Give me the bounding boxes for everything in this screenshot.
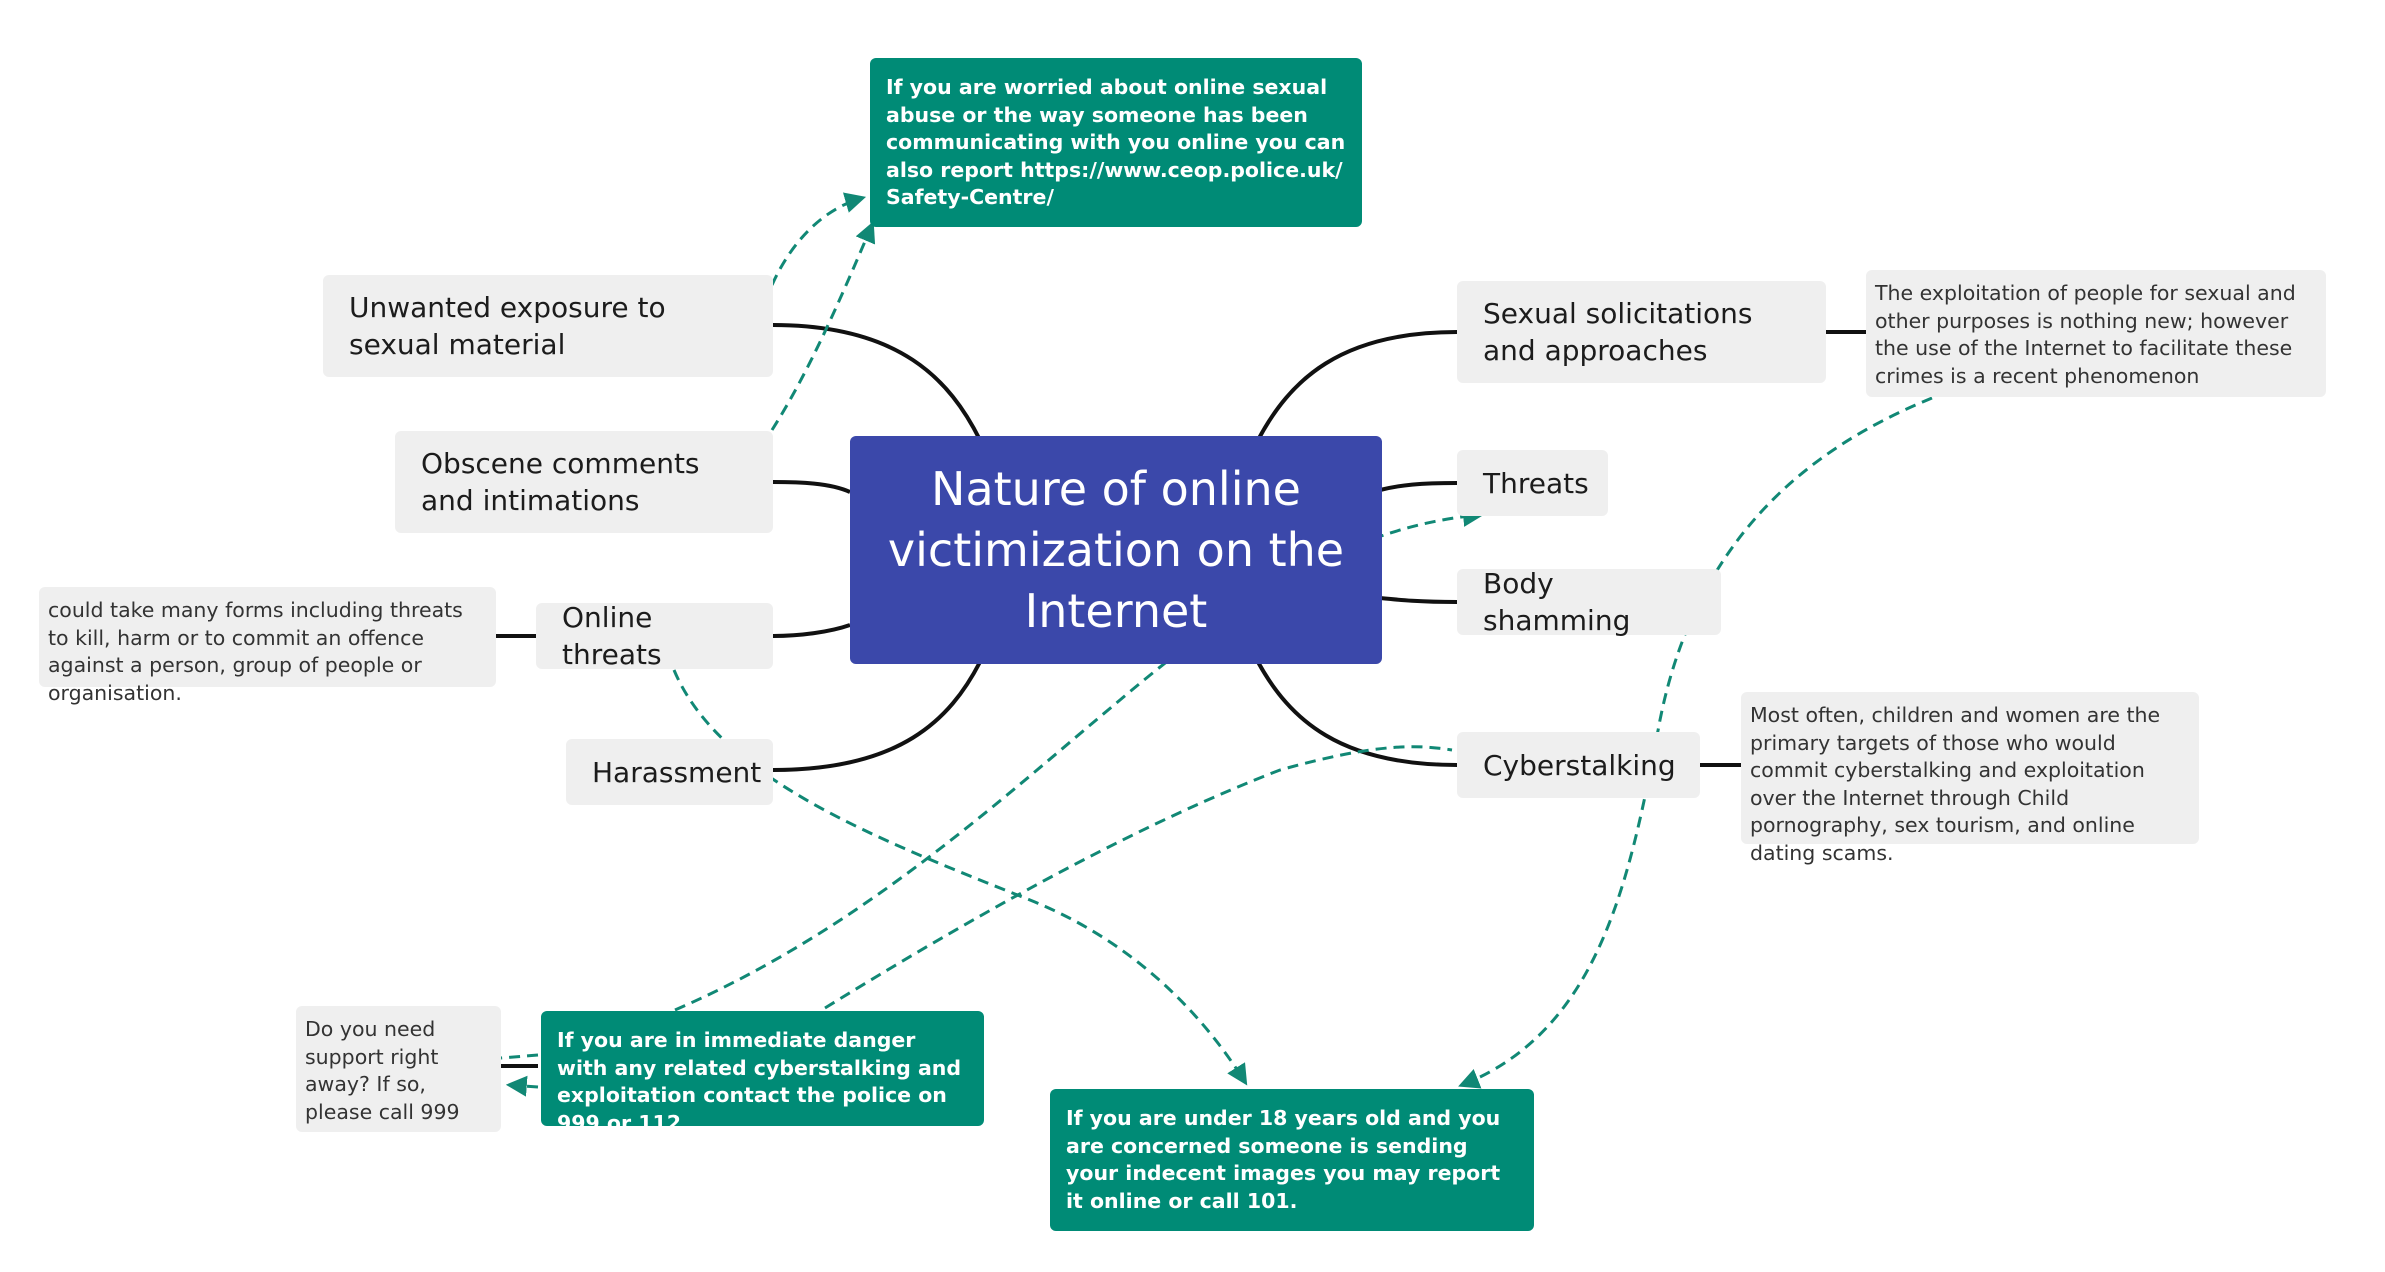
note-online-threats[interactable]: could take many forms including threats … [39, 587, 496, 705]
note-text: Most often, children and women are the p… [1750, 703, 2161, 865]
topic-label: Online threats [562, 601, 662, 671]
dashed-link-danger-to-support [500, 1053, 539, 1060]
callout-text: If you are in immediate danger with any … [557, 1028, 962, 1135]
topic-label: Harassment [592, 755, 762, 789]
callout-under-18[interactable]: If you are under 18 years old and you ar… [1050, 1089, 1534, 1231]
branch-line-online-threats [772, 623, 851, 638]
topic-label: Threats [1483, 466, 1589, 500]
central-topic[interactable]: Nature of online victimization on the In… [850, 436, 1382, 664]
branch-line-threats [1379, 481, 1458, 492]
topic-label: Body shamming [1483, 567, 1631, 637]
topic-cyberstalking[interactable]: Cyberstalking [1457, 732, 1700, 798]
central-topic-label: Nature of online victimization on the In… [887, 461, 1345, 638]
callout-text: If you are worried about online sexual a… [886, 75, 1346, 209]
topic-unwanted-exposure[interactable]: Unwanted exposure to sexual material [323, 275, 773, 377]
callout-ceop-report[interactable]: If you are worried about online sexual a… [870, 58, 1362, 227]
branch-line-harassment [772, 661, 982, 772]
callout-text: If you are under 18 years old and you ar… [1066, 1106, 1501, 1213]
topic-body-shamming[interactable]: Body shamming [1457, 567, 1721, 637]
dashed-link-obscene-to-ceop [770, 221, 876, 431]
topic-label: Sexual solicitations and approaches [1483, 297, 1753, 367]
topic-harassment[interactable]: Harassment [566, 739, 773, 805]
note-text: could take many forms including threats … [48, 598, 463, 705]
dashed-link-danger-to-support-return [505, 1075, 539, 1097]
note-text: The exploitation of people for sexual an… [1875, 281, 2296, 388]
topic-label: Obscene comments and intimations [421, 447, 700, 517]
topic-obscene-comments[interactable]: Obscene comments and intimations [395, 431, 773, 533]
branch-line-cyberstalking [1256, 661, 1458, 767]
branch-line-body-shamming [1379, 596, 1458, 604]
branch-line-obscene-comments [772, 480, 851, 494]
dashed-link-danger-to-cyberstalking [824, 745, 1453, 1010]
note-support[interactable]: Do you need support right away? If so, p… [296, 1006, 501, 1132]
note-cyberstalking[interactable]: Most often, children and women are the p… [1741, 692, 2199, 865]
topic-sexual-solicitations[interactable]: Sexual solicitations and approaches [1457, 281, 1826, 383]
branch-line-unwanted-exposure [772, 323, 982, 441]
topic-label: Unwanted exposure to sexual material [349, 291, 666, 361]
topic-online-threats[interactable]: Online threats [536, 601, 773, 671]
note-text: Do you need support right away? If so, p… [305, 1017, 460, 1124]
callout-immediate-danger[interactable]: If you are in immediate danger with any … [541, 1011, 984, 1135]
dashed-link-unwanted-to-ceop [770, 192, 867, 286]
topic-threats[interactable]: Threats [1457, 450, 1608, 516]
note-sexual-solicitations[interactable]: The exploitation of people for sexual an… [1866, 270, 2326, 397]
branch-line-sexual-solicitations [1256, 330, 1458, 441]
topic-label: Cyberstalking [1483, 748, 1676, 782]
